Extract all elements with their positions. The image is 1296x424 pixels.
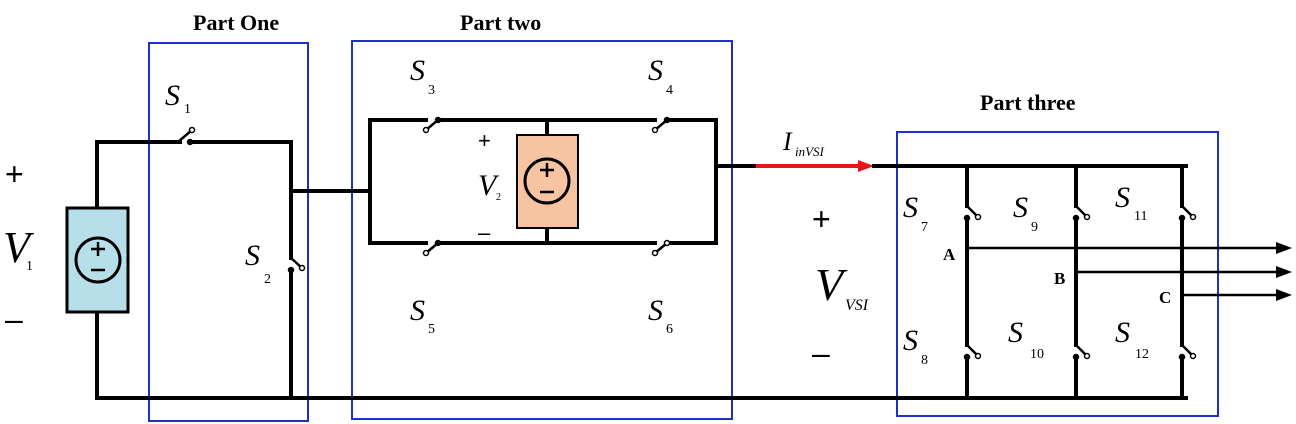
s2-switch xyxy=(287,257,306,400)
s10-label-sub: 10 xyxy=(1030,347,1044,362)
part-one-label: Part One xyxy=(193,10,279,35)
s6-label-sub: 6 xyxy=(666,322,673,337)
s6-label: S xyxy=(648,294,663,327)
s1-label: S xyxy=(165,79,180,112)
s9-label-sub: 9 xyxy=(1031,220,1038,235)
v2-label-sub: 2 xyxy=(496,192,501,203)
s5-label-sub: 5 xyxy=(428,322,435,337)
part-three-label: Part three xyxy=(980,90,1076,115)
s8-label-sub: 8 xyxy=(921,353,928,368)
s7-label-sub: 7 xyxy=(921,220,928,235)
part-one-box xyxy=(148,42,309,422)
s4-label: S xyxy=(648,54,663,87)
v2-label: V xyxy=(478,169,500,202)
inverter-leg-c xyxy=(1178,164,1197,400)
s9-label: S xyxy=(1013,191,1028,224)
part-two-box xyxy=(351,40,733,420)
current-arrow-head xyxy=(858,160,874,172)
vsi-minus: – xyxy=(812,335,830,371)
s1-switch xyxy=(177,126,293,260)
vsi-label: V xyxy=(815,259,848,310)
vsi-plus: + xyxy=(812,201,831,237)
s1-label-sub: 1 xyxy=(184,102,191,117)
s11-label: S xyxy=(1115,181,1130,214)
v2-minus: – xyxy=(478,220,491,245)
current-label: I xyxy=(782,127,793,156)
v1-minus: – xyxy=(5,301,23,337)
s10-label: S xyxy=(1008,316,1023,349)
inverter-leg-b xyxy=(1072,164,1091,400)
part-three-box xyxy=(896,131,1219,417)
v1-label: V xyxy=(3,223,35,272)
v1-plus: + xyxy=(5,156,24,192)
s4-label-sub: 4 xyxy=(666,83,673,98)
part-two-bridge xyxy=(368,116,718,257)
v2-plus: + xyxy=(478,128,491,153)
v1-source xyxy=(65,140,182,400)
phase-b-label: B xyxy=(1054,269,1065,288)
phase-outputs xyxy=(967,242,1292,301)
s5-label: S xyxy=(410,294,425,327)
s2-label-sub: 2 xyxy=(264,272,271,287)
s2-label: S xyxy=(245,239,260,272)
vsi-label-sub: VSI xyxy=(845,297,869,314)
v1-label-sub: 1 xyxy=(26,259,33,274)
s3-label-sub: 3 xyxy=(428,83,435,98)
phase-a-label: A xyxy=(943,245,956,264)
current-label-sub: inVSI xyxy=(795,144,825,159)
part-two-label: Part two xyxy=(460,10,541,35)
phase-c-label: C xyxy=(1159,288,1171,307)
s12-label: S xyxy=(1115,316,1130,349)
s8-label: S xyxy=(903,324,918,357)
inverter-leg-a xyxy=(963,164,982,400)
s11-label-sub: 11 xyxy=(1134,209,1147,224)
s7-label: S xyxy=(903,191,918,224)
s3-label: S xyxy=(410,54,425,87)
s12-label-sub: 12 xyxy=(1135,347,1149,362)
